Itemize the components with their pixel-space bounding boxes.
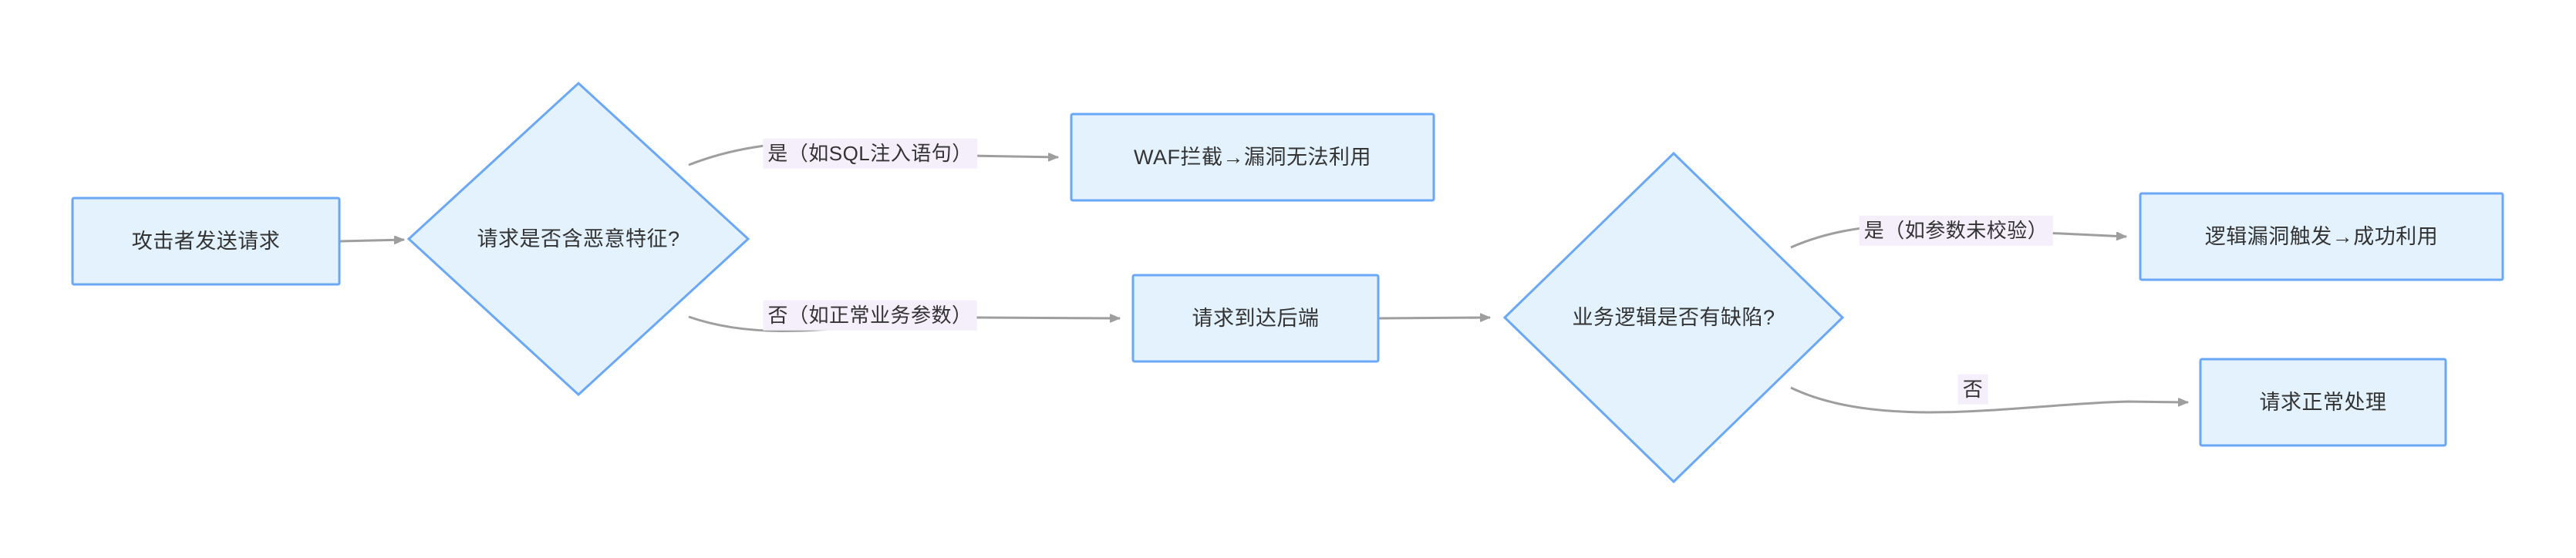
edge-label-e-check-waf: 是（如SQL注入语句） xyxy=(763,138,977,169)
node-waf_block[interactable] xyxy=(1070,113,1435,202)
node-malicious_check[interactable] xyxy=(406,81,750,397)
edge-attacker-to-malicious_check xyxy=(339,240,404,241)
node-normal_process[interactable] xyxy=(2199,358,2447,447)
node-attacker[interactable] xyxy=(71,197,341,286)
nodes-layer xyxy=(71,81,2504,484)
edge-logic_check-to-normal_process xyxy=(1790,386,2188,414)
edge-label-e-logic-exploit: 是（如参数未校验） xyxy=(1859,215,2053,246)
node-reach_backend[interactable] xyxy=(1131,274,1380,363)
node-logic_exploit[interactable] xyxy=(2139,192,2504,281)
edge-label-e-logic-normal: 否 xyxy=(1957,374,1988,405)
edge-label-e-check-backend: 否（如正常业务参数） xyxy=(763,300,977,331)
node-logic_check[interactable] xyxy=(1502,151,1845,484)
